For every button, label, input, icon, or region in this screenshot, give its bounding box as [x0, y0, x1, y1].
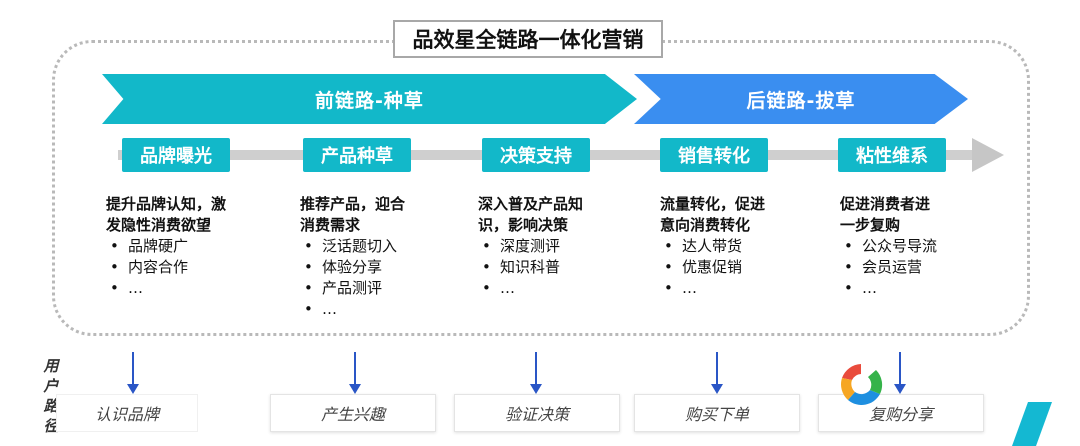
stage-decision-support: 决策支持 — [482, 138, 590, 172]
list-item: 优惠促销 — [660, 257, 820, 278]
phase-front-chain: 前链路-种草 — [102, 74, 637, 124]
user-path-step-3: 验证决策 — [454, 394, 620, 432]
diagram-title: 品效星全链路一体化营销 — [393, 20, 663, 58]
list-item: 内容合作 — [106, 257, 266, 278]
user-path-label-char: 用 — [43, 357, 59, 375]
list-item: 体验分享 — [300, 257, 460, 278]
list-item: 深度测评 — [478, 236, 638, 257]
phase-back-chain: 后链路-拔草 — [634, 74, 968, 124]
stage-sales-conversion: 销售转化 — [660, 138, 768, 172]
user-path-step-1: 认识品牌 — [56, 394, 198, 432]
down-arrow-icon — [348, 352, 362, 396]
user-path-step-5: 复购分享 — [818, 394, 984, 432]
brand-logo-icon — [841, 364, 883, 405]
list-item: … — [106, 278, 266, 299]
stage-desc-decision-support: 深入普及产品知 识，影响决策 深度测评 知识科普 … — [478, 194, 638, 299]
user-path-label-char: 户 — [43, 377, 59, 395]
timeline-arrow-head — [972, 138, 1004, 172]
desc-title-line: 消费需求 — [300, 216, 361, 234]
stage-stickiness: 粘性维系 — [838, 138, 946, 172]
down-arrow-icon — [893, 352, 907, 396]
user-path-label-char: 路 — [43, 397, 59, 415]
desc-title-line: 一步复购 — [840, 216, 901, 234]
list-item: 会员运营 — [840, 257, 1000, 278]
list-item: 达人带货 — [660, 236, 820, 257]
user-path-step-2: 产生兴趣 — [270, 394, 436, 432]
list-item: 知识科普 — [478, 257, 638, 278]
list-item: … — [300, 299, 460, 320]
stage-desc-product-seeding: 推荐产品，迎合 消费需求 泛话题切入 体验分享 产品测评 … — [300, 194, 460, 320]
list-item: 品牌硬广 — [106, 236, 266, 257]
down-arrow-icon — [126, 352, 140, 396]
stage-product-seeding: 产品种草 — [303, 138, 411, 172]
list-item: 公众号导流 — [840, 236, 1000, 257]
desc-title-line: 提升品牌认知，激 — [106, 195, 227, 213]
desc-title-line: 深入普及产品知 — [478, 195, 584, 213]
stage-desc-stickiness: 促进消费者进 一步复购 公众号导流 会员运营 … — [840, 194, 1000, 299]
down-arrow-icon — [529, 352, 543, 396]
user-path-label-char: 径 — [43, 417, 59, 435]
corner-decoration — [1012, 402, 1052, 446]
desc-title-line: 促进消费者进 — [840, 195, 931, 213]
user-path-step-4: 购买下单 — [634, 394, 800, 432]
stage-desc-brand-exposure: 提升品牌认知，激 发隐性消费欲望 品牌硬广 内容合作 … — [106, 194, 266, 299]
desc-title-line: 发隐性消费欲望 — [106, 216, 212, 234]
stage-brand-exposure: 品牌曝光 — [122, 138, 230, 172]
list-item: … — [840, 278, 1000, 299]
desc-title-line: 识，影响决策 — [478, 216, 569, 234]
desc-title-line: 推荐产品，迎合 — [300, 195, 406, 213]
stage-desc-sales-conversion: 流量转化，促进 意向消费转化 达人带货 优惠促销 … — [660, 194, 820, 299]
desc-title-line: 意向消费转化 — [660, 216, 751, 234]
down-arrow-icon — [710, 352, 724, 396]
desc-title-line: 流量转化，促进 — [660, 195, 766, 213]
user-path-label: 用 户 路 径 — [40, 356, 62, 436]
list-item: … — [478, 278, 638, 299]
list-item: … — [660, 278, 820, 299]
list-item: 产品测评 — [300, 278, 460, 299]
list-item: 泛话题切入 — [300, 236, 460, 257]
